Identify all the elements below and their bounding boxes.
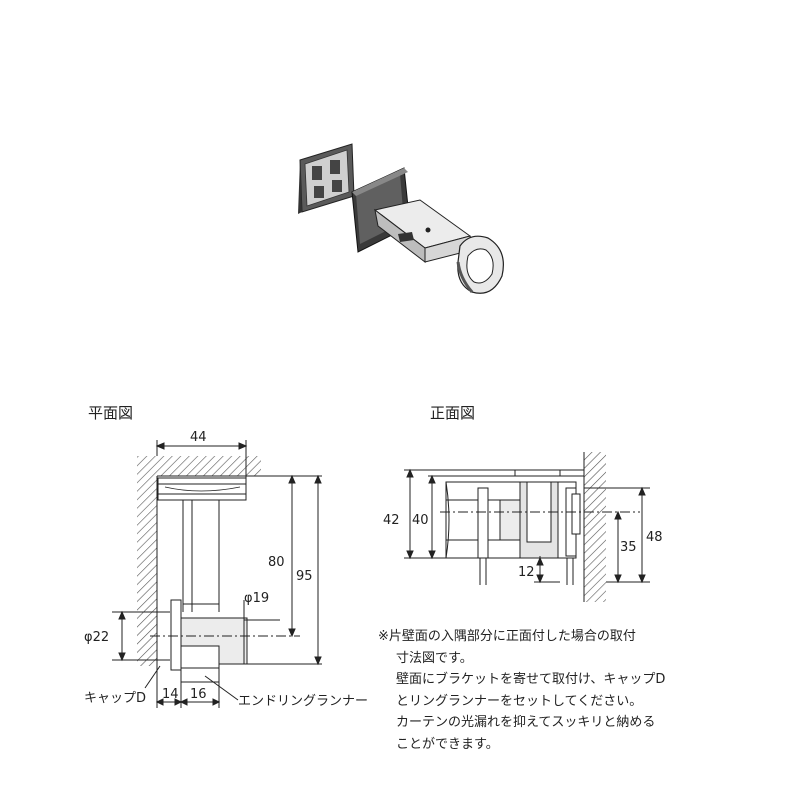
dim-14: 14 xyxy=(162,687,179,702)
note-line-3: 壁面にブラケットを寄せて取付け、キャップD xyxy=(396,672,666,687)
note-line-2: 寸法図です。 xyxy=(396,650,473,666)
note-line-6: ことができます。 xyxy=(396,736,499,752)
bracket-arm xyxy=(373,199,473,264)
mounting-plate xyxy=(298,143,355,214)
front-view-title: 正面図 xyxy=(430,404,475,422)
dim-95: 95 xyxy=(296,569,313,584)
label-cap-d: キャップD xyxy=(84,691,146,706)
plan-view-title: 平面図 xyxy=(88,404,133,422)
dim-35: 35 xyxy=(620,540,637,555)
note-line-5: カーテンの光漏れを抑えてスッキリと納める xyxy=(396,715,656,730)
dim-40: 40 xyxy=(412,513,429,528)
dim-12: 12 xyxy=(518,565,535,580)
dim-48: 48 xyxy=(646,530,663,545)
note-line-4: とリングランナーをセットしてください。 xyxy=(396,693,643,709)
installation-note: ※片壁面の入隅部分に正面付した場合の取付 寸法図です。 壁面にブラケットを寄せて… xyxy=(378,626,788,755)
dim-80: 80 xyxy=(268,555,285,570)
dim-phi22: φ22 xyxy=(84,630,109,645)
dim-42: 42 xyxy=(383,513,400,528)
dim-phi19: φ19 xyxy=(244,591,269,606)
label-end-ring-runner: エンドリングランナー xyxy=(238,694,368,709)
note-line-1: ※片壁面の入隅部分に正面付した場合の取付 xyxy=(378,629,636,644)
dim-16: 16 xyxy=(190,687,207,702)
dim-44: 44 xyxy=(190,430,207,445)
ring-holder xyxy=(456,235,504,294)
